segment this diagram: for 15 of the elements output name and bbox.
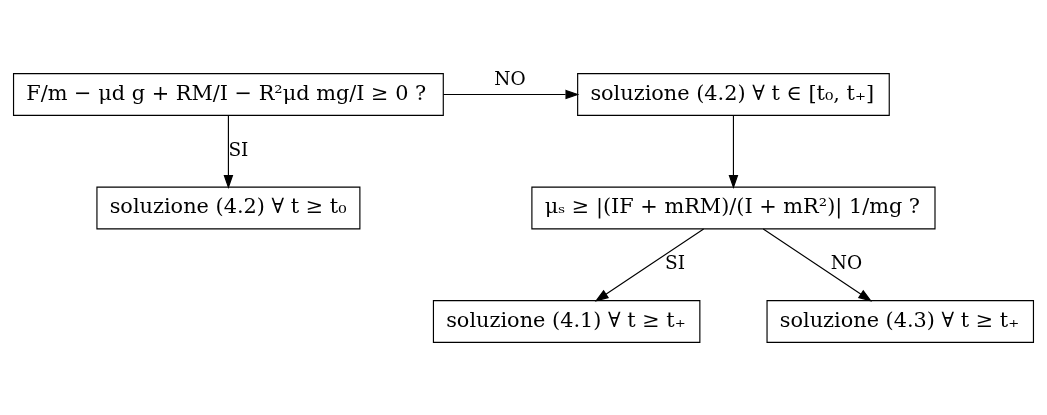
arrow [223, 114, 234, 189]
node-box: soluzione (4.2) ∀ t ≥ t₀ [96, 186, 361, 229]
node-box: soluzione (4.2) ∀ t ∈ [t₀, t₊] [577, 72, 890, 116]
node-box: F/m − μd g + RM/I − R²μd mg/I ≥ 0 ? [12, 72, 444, 116]
node-box: soluzione (4.3) ∀ t ≥ t₊ [766, 299, 1035, 343]
arrow [442, 89, 580, 99]
edge-label: SI [228, 138, 249, 160]
edge-label: NO [830, 251, 863, 273]
arrow [594, 227, 705, 302]
node-box: soluzione (4.1) ∀ t ≥ t₊ [432, 299, 701, 343]
arrow [728, 114, 739, 189]
arrow [762, 227, 873, 302]
node-box: μₛ ≥ |(IF + mRM)/(I + mR²)| 1/mg ? [531, 186, 936, 229]
edge-label: NO [494, 67, 526, 89]
edge-label: SI [665, 251, 686, 273]
